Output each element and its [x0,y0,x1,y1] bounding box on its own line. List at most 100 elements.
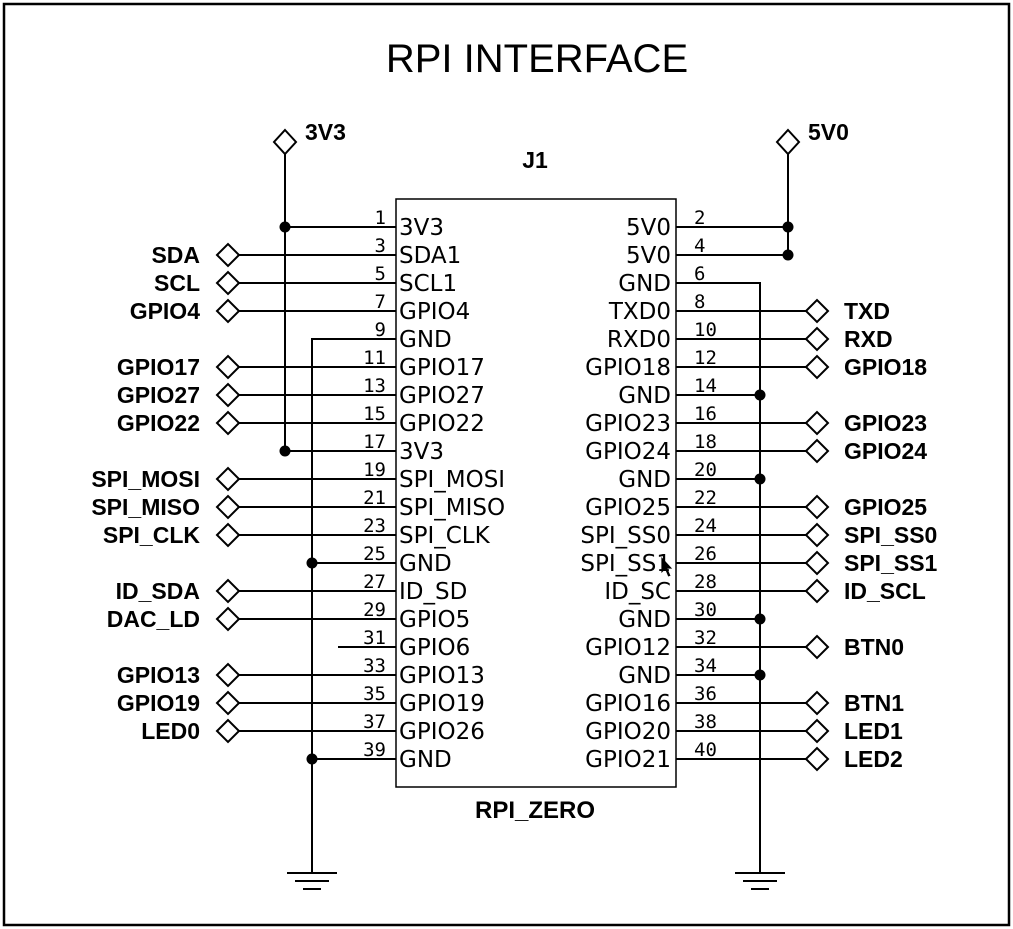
net-label: TXD [844,298,890,324]
pin-number: 2 [694,207,705,229]
net-port-icon [215,494,241,520]
net-label: GPIO22 [117,410,200,436]
pin-number: 12 [694,347,717,369]
ground-bus-right [735,282,785,890]
pin-name: GND [618,607,671,633]
junction-dot [754,473,766,485]
pin-number: 17 [363,431,386,453]
net-label: GPIO4 [130,298,201,324]
net-port-icon [804,550,830,576]
pin-number: 30 [694,599,717,621]
net-port-icon [215,466,241,492]
component-part-name: RPI_ZERO [475,797,595,824]
net-port-icon [215,718,241,744]
pin-number: 24 [694,515,717,537]
pin-number: 13 [363,375,386,397]
pin-number: 28 [694,571,717,593]
pin-name: GPIO5 [399,607,470,633]
pin-name: GPIO25 [585,495,671,521]
net-label: SPI_SS0 [844,522,937,548]
net-port-icon [215,522,241,548]
net-port-icon [804,578,830,604]
pin-number: 3 [375,235,386,257]
net-label: LED0 [141,718,200,744]
junction-dot [782,221,794,233]
pin-name: 3V3 [399,439,444,465]
net-label: SDA [151,242,200,268]
pin-name: GPIO24 [585,439,671,465]
pin-number: 11 [363,347,386,369]
pin-name: GPIO19 [399,691,485,717]
pin-name: SPI_MISO [399,495,505,521]
net-port-icon [215,354,241,380]
net-label: GPIO13 [117,662,200,688]
net-label: ID_SCL [844,578,926,604]
net-label: BTN1 [844,690,904,716]
pin-number: 34 [694,655,717,677]
pin-number: 35 [363,683,386,705]
pin-number: 38 [694,711,717,733]
net-port-icon [215,270,241,296]
pin-name: ID_SC [604,579,671,605]
pin-number: 5 [375,263,386,285]
net-label: ID_SDA [116,578,200,604]
pin-number: 23 [363,515,386,537]
pin-name: GPIO16 [585,691,671,717]
pin-name: SPI_SS0 [580,523,671,549]
pin-name: ID_SD [399,579,467,605]
pin-name: GPIO27 [399,383,485,409]
pin-name: 5V0 [626,243,671,269]
power-label-3v3: 3V3 [305,119,346,145]
net-label: SPI_CLK [103,522,201,548]
pin-name: GPIO13 [399,663,485,689]
net-port-icon [804,326,830,352]
pin-name: GPIO21 [585,747,671,773]
net-port-icon [215,662,241,688]
net-label: GPIO24 [844,438,927,464]
net-port-icon [215,690,241,716]
pin-number: 26 [694,543,717,565]
pin-number: 27 [363,571,386,593]
pin-name: 3V3 [399,215,444,241]
pin-name: GND [618,467,671,493]
pin-name: SCL1 [399,271,457,297]
net-label: LED2 [844,746,903,772]
pin-number: 33 [363,655,386,677]
net-label: BTN0 [844,634,904,660]
pin-row-30: GND 30 [618,599,766,633]
pin-name: GPIO12 [585,635,671,661]
pin-name: GPIO17 [399,355,485,381]
pin-number: 10 [694,319,717,341]
net-label: GPIO27 [117,382,200,408]
net-label: GPIO23 [844,410,927,436]
pin-name: SPI_MOSI [399,467,505,493]
component-designator: J1 [522,147,548,173]
junction-dot [754,669,766,681]
pin-number: 16 [694,403,717,425]
junction-dot [782,249,794,261]
pin-name: GPIO22 [399,411,485,437]
pin-number: 19 [363,459,386,481]
pin-name: GPIO18 [585,355,671,381]
net-label: GPIO19 [117,690,200,716]
pin-number: 22 [694,487,717,509]
pin-number: 9 [375,319,386,341]
ground-bus-left [287,338,337,890]
pin-name: TXD0 [608,299,671,325]
junction-dot [754,613,766,625]
